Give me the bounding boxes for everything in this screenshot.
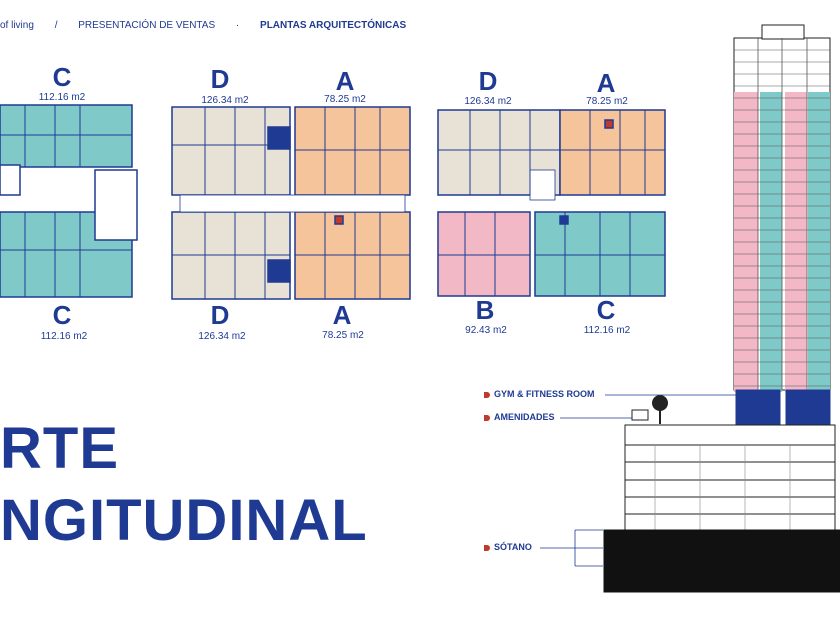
unit-area: 78.25 m2 — [324, 94, 366, 105]
label-basement: SÓTANO — [484, 542, 532, 552]
floor-plan-group-3 — [437, 109, 666, 297]
unit-area: 92.43 m2 — [465, 325, 507, 336]
unit-area: 112.16 m2 — [38, 92, 86, 103]
unit-letter: C — [52, 62, 72, 92]
label-basement-text: SÓTANO — [494, 542, 532, 552]
breadcrumb: of living / PRESENTACIÓN DE VENTAS · PLA… — [0, 20, 424, 31]
unit-area: 78.25 m2 — [322, 330, 364, 341]
breadcrumb-item-brand[interactable]: of living — [0, 20, 34, 31]
breadcrumb-item-plans[interactable]: PLANTAS ARQUITECTÓNICAS — [260, 20, 407, 31]
unit-letter: C — [52, 300, 72, 330]
label-marker-icon — [484, 391, 490, 398]
floor-plan-group-2 — [171, 106, 411, 300]
unit-area: 112.16 m2 — [583, 325, 631, 336]
label-gym-text: GYM & FITNESS ROOM — [494, 389, 595, 399]
breadcrumb-separator: / — [54, 20, 58, 31]
unit-letter: A — [332, 300, 352, 330]
breadcrumb-separator: · — [235, 20, 240, 31]
section-title-line1: RTE — [0, 416, 119, 481]
label-amenities: AMENIDADES — [484, 412, 555, 422]
unit-letter: C — [596, 295, 616, 325]
label-gym: GYM & FITNESS ROOM — [484, 389, 595, 399]
unit-area: 78.25 m2 — [586, 96, 628, 107]
unit-letter: D — [478, 66, 498, 96]
label-marker-icon — [484, 414, 490, 421]
floor-plan-group-1 — [0, 104, 138, 298]
section-title-line2: NGITUDINAL — [0, 488, 368, 553]
unit-letter: A — [596, 68, 616, 98]
label-marker-icon — [484, 544, 490, 551]
unit-area: 126.34 m2 — [201, 95, 249, 106]
unit-area: 126.34 m2 — [464, 96, 512, 107]
building-section-drawing — [540, 24, 840, 593]
unit-letter: B — [475, 295, 495, 325]
unit-area: 126.34 m2 — [198, 331, 246, 342]
breadcrumb-item-presentation[interactable]: PRESENTACIÓN DE VENTAS — [78, 20, 216, 31]
unit-letter: D — [210, 300, 230, 330]
unit-area: 112.16 m2 — [40, 331, 88, 342]
label-amenities-text: AMENIDADES — [494, 412, 555, 422]
unit-letter: A — [335, 66, 355, 96]
unit-letter: D — [210, 64, 230, 94]
